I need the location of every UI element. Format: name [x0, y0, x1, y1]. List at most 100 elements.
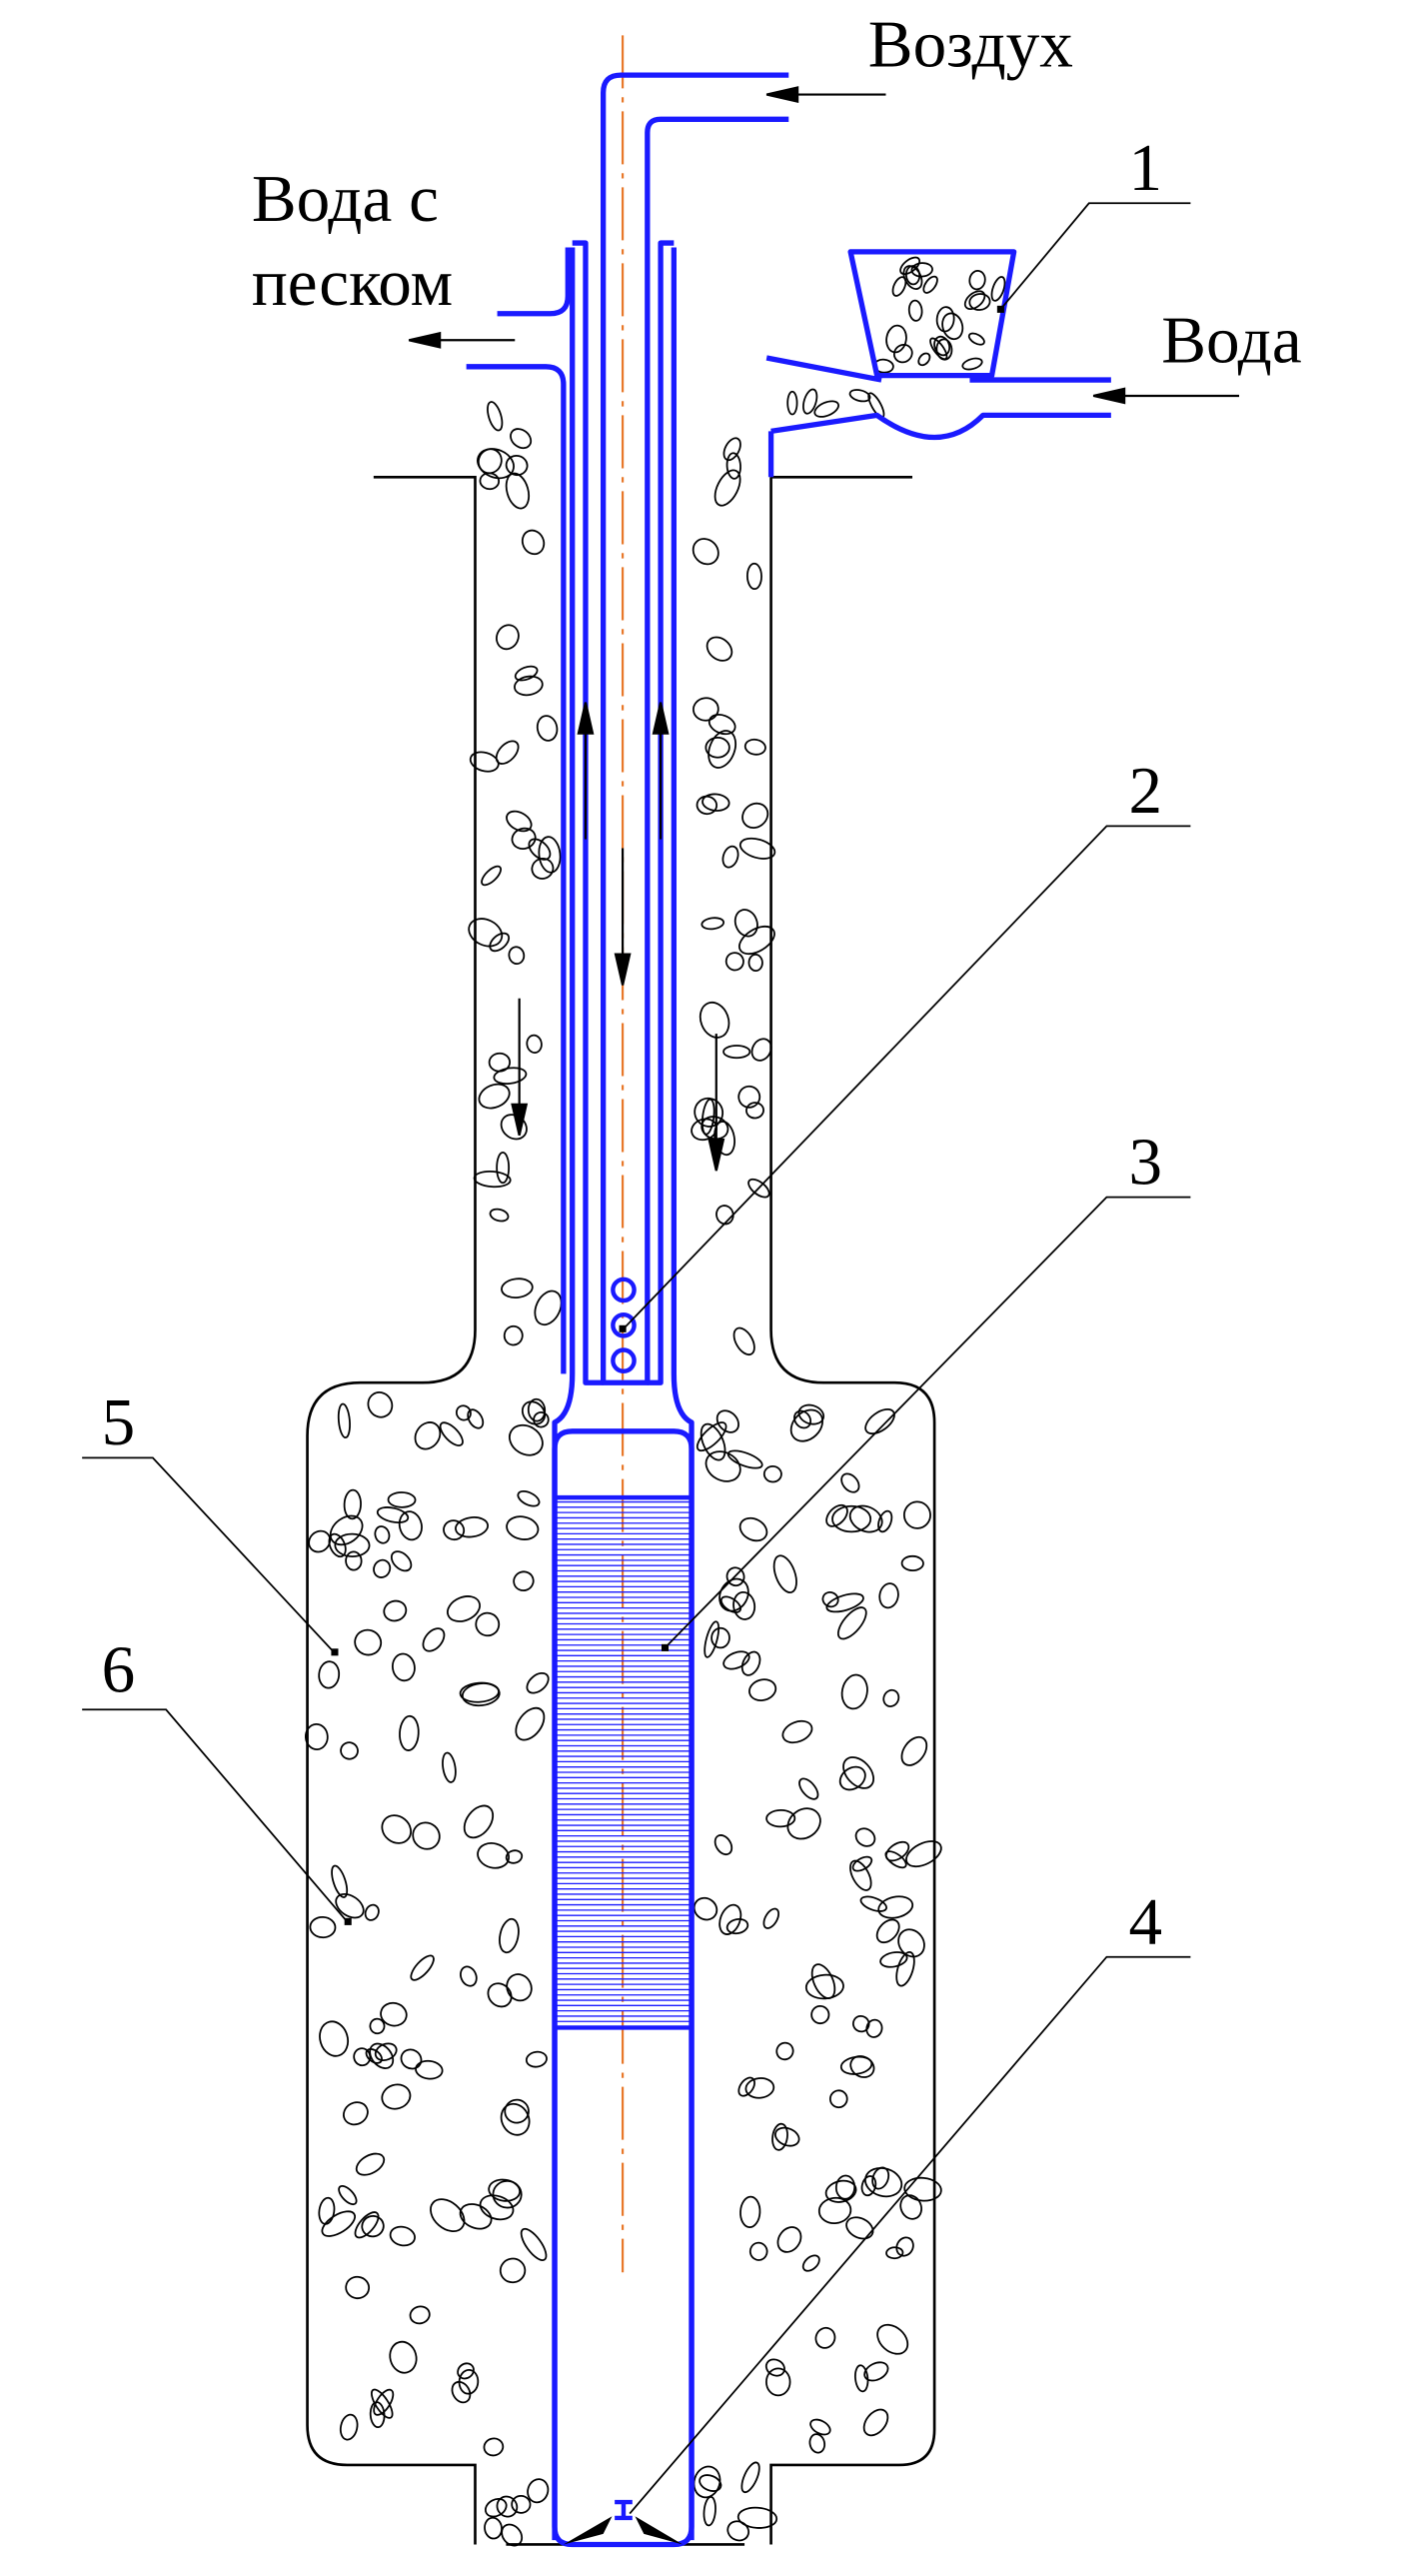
gravel-particle — [726, 2520, 750, 2542]
gravel-particle — [701, 917, 725, 931]
gravel-particle — [707, 730, 737, 769]
gravel-particle — [746, 562, 762, 591]
gravel-particle — [391, 1652, 416, 1682]
arrow-up-left — [577, 702, 595, 840]
gravel-particle — [875, 1918, 900, 1944]
gravel-particle — [739, 2195, 761, 2229]
gravel-particle — [863, 2361, 889, 2382]
gravel-particle — [862, 2408, 889, 2437]
gravel-particle — [834, 2174, 856, 2200]
gravel-particle — [400, 2048, 423, 2070]
gravel-particle — [891, 276, 907, 297]
perforation-holes — [611, 1277, 637, 1373]
gravel-particle — [335, 1892, 365, 1919]
arrow-down-left — [511, 998, 529, 1136]
gravel-particle — [744, 2077, 775, 2099]
gravel-particle — [506, 1973, 533, 2002]
gravel-particle — [865, 2018, 883, 2038]
filter-screen — [555, 1494, 693, 2030]
gravel-particle — [496, 624, 520, 651]
gravel-particle — [895, 1950, 915, 1987]
gravel-particle — [831, 1504, 872, 1533]
gravel-particle — [354, 2211, 380, 2239]
gravel-particle — [762, 1465, 782, 1483]
arrow-discharge — [408, 331, 516, 349]
gravel-particle — [809, 2418, 831, 2436]
gravel-particle — [390, 1550, 413, 1572]
gravel-particle — [745, 1102, 764, 1120]
gravel-particle — [387, 1491, 417, 1508]
gravel-particle — [725, 452, 741, 480]
gravel-particle — [475, 1611, 501, 1637]
gravel-particle — [743, 738, 766, 756]
gravel-particle — [704, 1620, 720, 1658]
gravel-particle — [764, 2358, 785, 2377]
gravel-particle — [489, 1208, 510, 1223]
gravel-particle — [696, 795, 718, 816]
gravel-particle — [481, 865, 502, 887]
gravel-particle — [517, 1490, 541, 1507]
gravel-particle — [334, 1532, 371, 1557]
gravel-particle — [798, 1777, 819, 1800]
gravel-particle — [304, 1722, 329, 1750]
gravel-particle — [505, 454, 529, 477]
gravel-particle — [700, 1422, 726, 1461]
gravel-particle — [732, 1590, 756, 1620]
gravel-particle — [935, 306, 955, 333]
gravel-particle — [713, 469, 741, 507]
gravel-particle — [968, 293, 991, 311]
gravel-particle — [929, 337, 948, 361]
gravel-particle — [376, 1506, 410, 1523]
arrow-air-in — [765, 86, 886, 104]
gravel-particle — [802, 388, 818, 415]
gravel-particle — [838, 1765, 866, 1791]
gravel-particle — [371, 2388, 394, 2419]
gravel-particle — [477, 448, 515, 480]
arrow-down-right — [707, 1034, 725, 1172]
gravel-particle — [705, 737, 730, 759]
leader-lines — [82, 202, 1191, 2515]
gravel-particle — [968, 270, 986, 291]
gravel-particle — [726, 1449, 763, 1469]
gravel-particle — [922, 275, 938, 294]
gravel-particle — [828, 2089, 848, 2109]
gravel-particle — [917, 352, 931, 367]
gravel-particle — [699, 1001, 730, 1039]
gravel-particle — [899, 2194, 922, 2220]
gravel-particle — [455, 1516, 489, 1538]
gravel-particle — [696, 1421, 727, 1452]
gravel-particle — [910, 262, 933, 278]
discharge-top — [497, 247, 571, 317]
gravel-particle — [514, 675, 544, 697]
gravel-particle — [851, 2014, 870, 2033]
gravel-particle — [845, 2216, 874, 2240]
gravel-particle — [722, 1045, 751, 1060]
gravel-particle — [907, 299, 923, 322]
gravel-particle — [864, 1407, 895, 1435]
gravel-particle — [328, 1532, 347, 1558]
gravel-particle — [842, 1756, 874, 1789]
gravel-particle — [990, 276, 1006, 302]
gravel-particle — [399, 1714, 420, 1751]
gravel-particle — [477, 1842, 511, 1869]
callout-4: 4 — [1129, 1883, 1163, 1958]
gravel-particle — [933, 335, 951, 357]
gravel-particle — [821, 1591, 839, 1608]
leader-4 — [629, 1955, 1191, 2515]
gravel-particle — [748, 2241, 768, 2261]
gravel-particle — [839, 2055, 873, 2075]
gravel-particle — [369, 2017, 386, 2035]
gravel-particle — [882, 1688, 900, 1707]
gravel-particle — [489, 932, 511, 953]
gravel-particle — [808, 2433, 826, 2454]
flow-arrows — [408, 86, 1240, 1172]
gravel-particle — [506, 1515, 540, 1540]
gravel-particle — [414, 1421, 442, 1450]
gravel-particle — [741, 802, 769, 829]
leader-1 — [999, 202, 1191, 310]
gravel-particle — [738, 1516, 768, 1542]
gravel-particle — [793, 1409, 812, 1429]
gravel-particle — [496, 1152, 511, 1185]
gravel-particle — [903, 2176, 942, 2202]
